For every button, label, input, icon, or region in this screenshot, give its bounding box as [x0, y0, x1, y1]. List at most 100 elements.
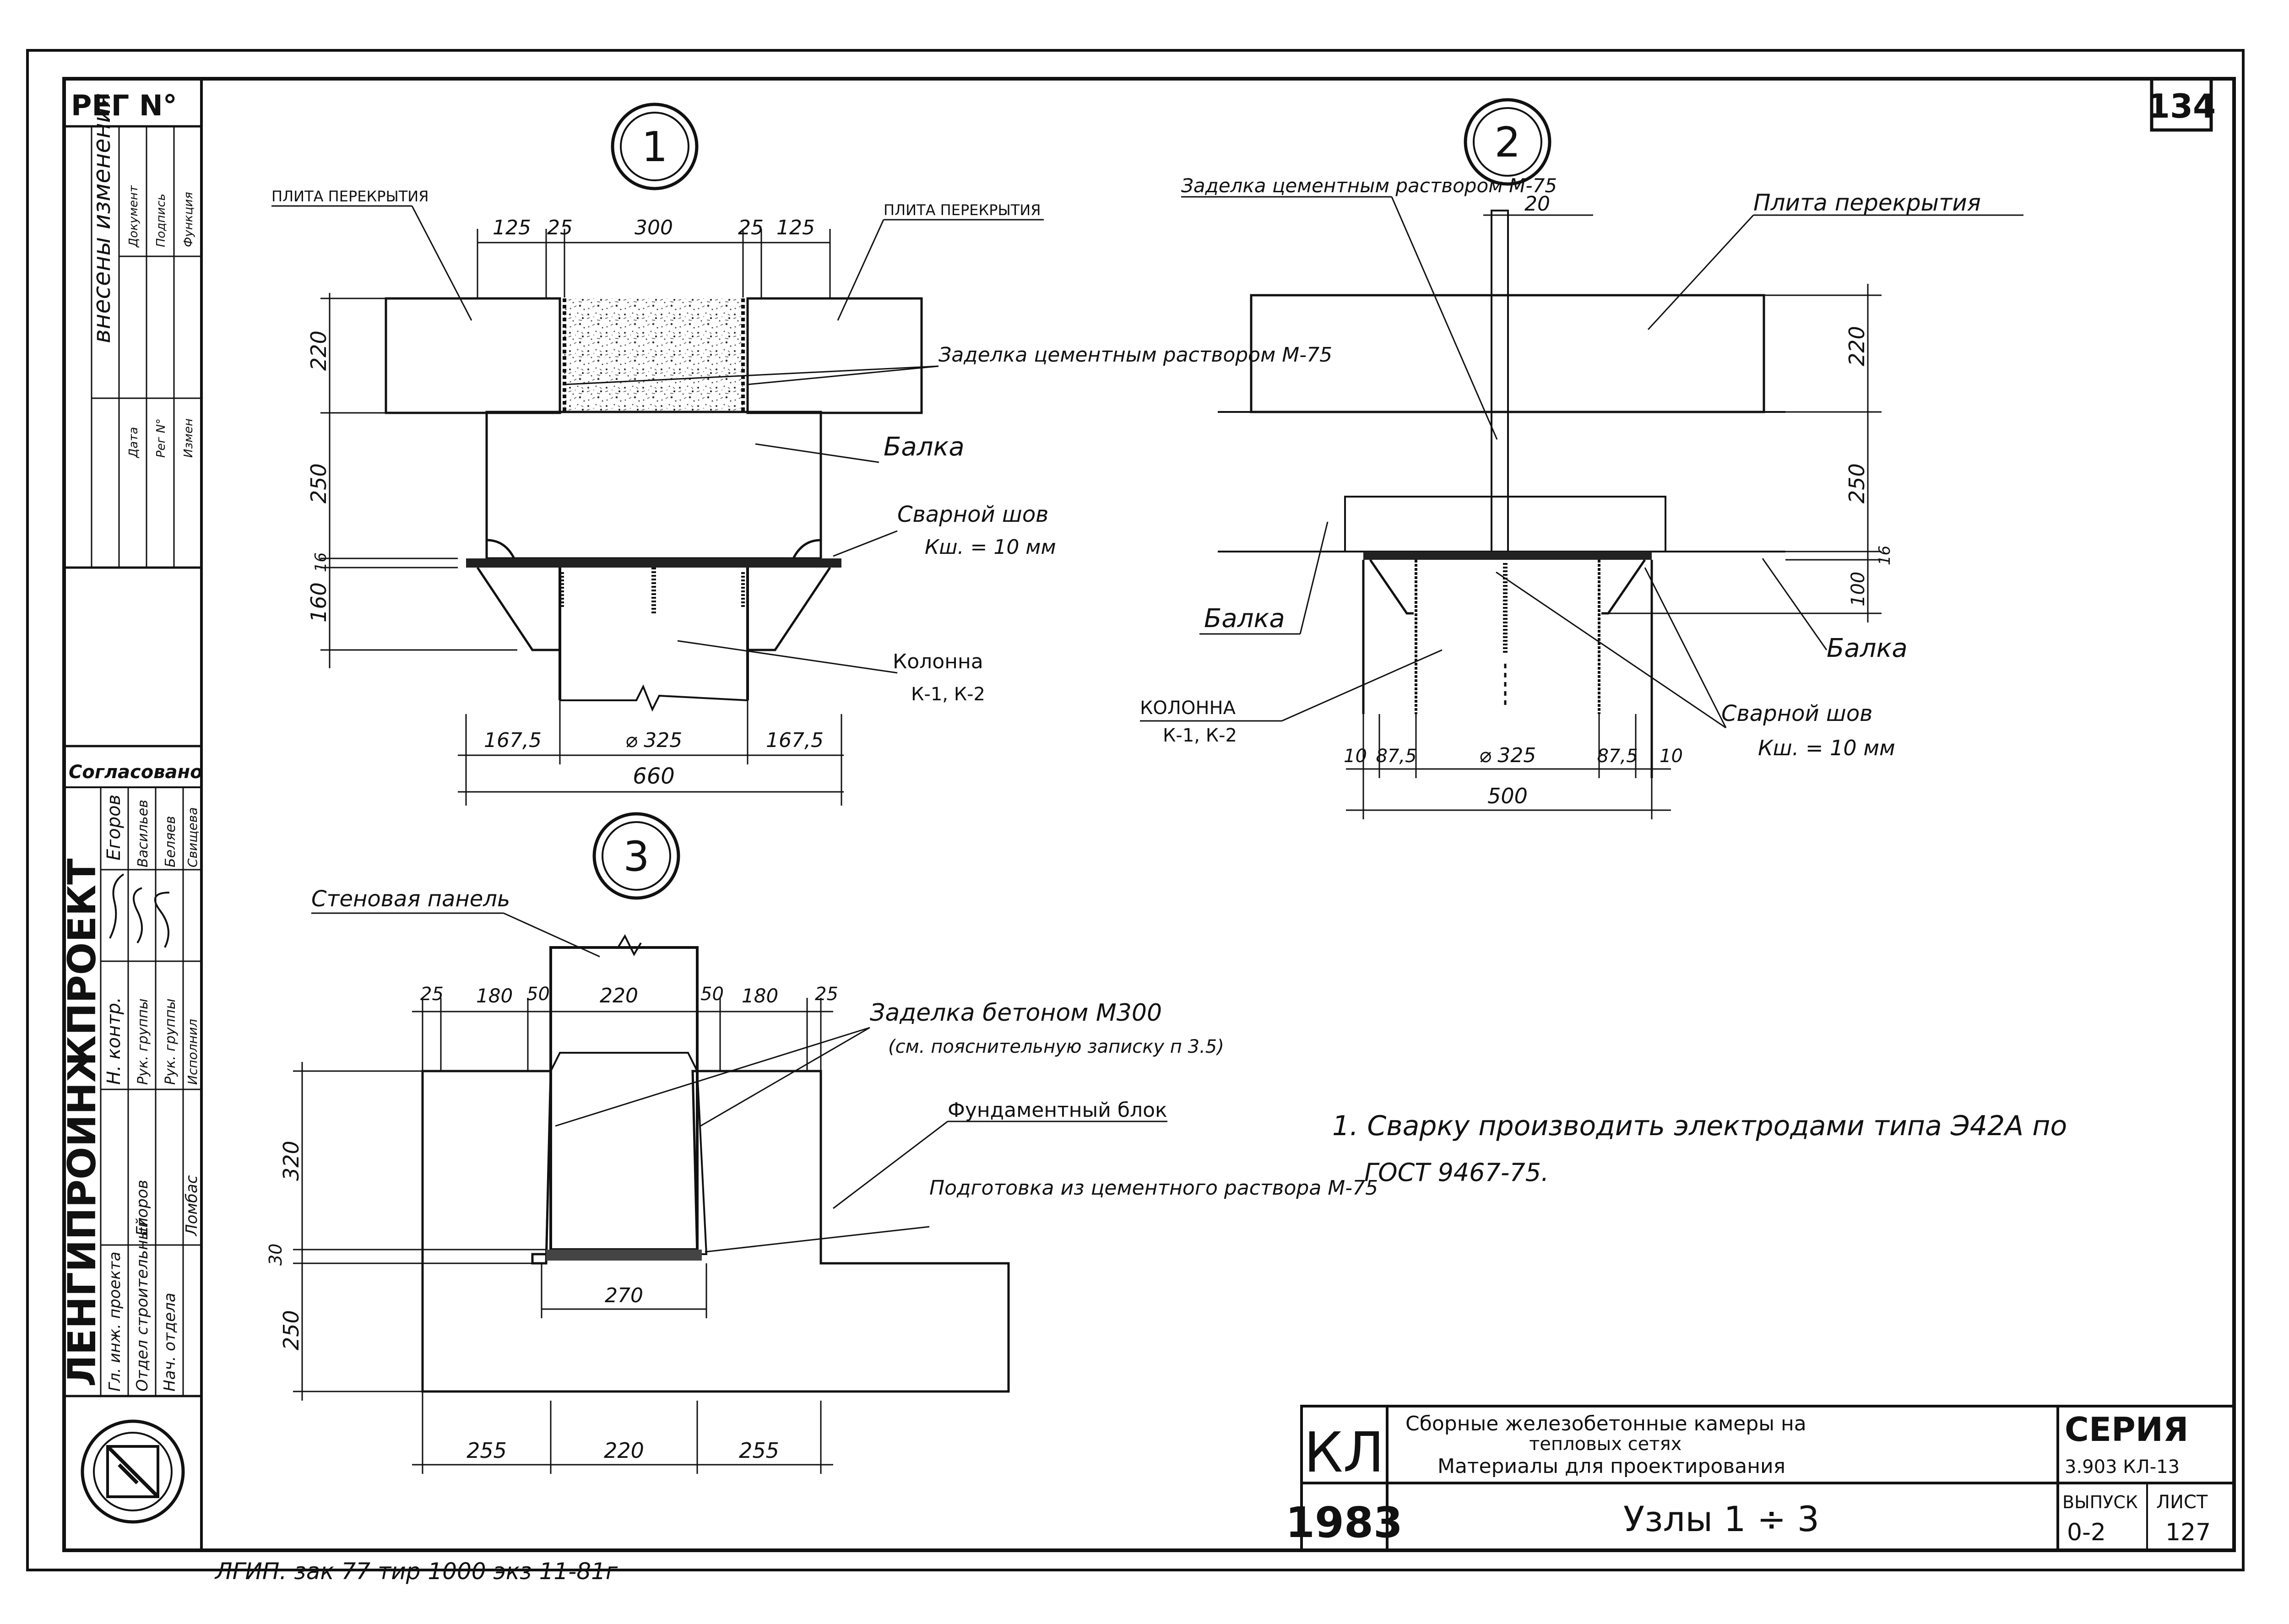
general-note: 1. Сварку производить электродами типа Э…: [1332, 1110, 2067, 1187]
node-3-label-concrete: Заделка бетоном М300: [870, 999, 1162, 1027]
node-3-dim-top-50-right: 50: [700, 984, 724, 1005]
node-1-label-weld-leg: Кш. = 10 мм: [925, 536, 1056, 559]
node-1-dim-top-125-left: 125: [493, 216, 531, 239]
node-3-dim-top-180-left: 180: [476, 985, 513, 1007]
revision-col-document: Документ: [127, 185, 141, 248]
organisation-emblem: [81, 1419, 185, 1524]
node-2-number: 2: [1494, 119, 1520, 167]
node-1-label-weld: Сварной шов: [897, 502, 1048, 527]
node-1-label-slab-right: ПЛИТА ПЕРЕКРЫТИЯ: [884, 201, 1041, 219]
node-2-label-beam-right: Балка: [1827, 633, 1908, 663]
node-2-marker: [1464, 98, 1551, 186]
signer-department: Отдел строительный: [133, 1218, 152, 1391]
revision-col-date: Дата: [127, 427, 141, 458]
node-3-socket-concrete: [545, 1052, 708, 1255]
bottom-print-note: ЛГИП. зак 77 тир 1000 экз 11-81г: [214, 1558, 618, 1585]
sheet-value: 127: [2165, 1519, 2211, 1546]
node-1-dim-total-660: 660: [633, 763, 675, 789]
node-1-label-column: Колонна: [893, 650, 983, 673]
revision-col-reg-no: Рег N°: [154, 418, 168, 458]
node-2-dim-right-100: 100: [1848, 572, 1869, 606]
series-value: 3.903 КЛ-13: [2065, 1456, 2180, 1478]
agreement-name-vasiliev: Васильев: [135, 800, 151, 867]
node-2-dim-total-500: 500: [1487, 784, 1528, 808]
node-1-marker: [611, 103, 699, 190]
node-2-column-head: [1344, 496, 1666, 552]
agreement-name-svishcheva: Свищева: [185, 807, 200, 867]
organisation-name: ЛЕНГИПРОИНЖПРОЕКТ: [60, 858, 104, 1387]
node-1-dim-top-25-left: 25: [547, 216, 573, 239]
node-3-label-panel: Стеновая панель: [311, 886, 510, 912]
node-3-label-block: Фундаментный блок: [948, 1099, 1167, 1122]
node-3-dim-socket-bottom-270: 270: [605, 1284, 643, 1307]
reg-no-label: РЕГ N°: [71, 89, 177, 122]
node-3-dim-left-30: 30: [266, 1244, 286, 1266]
sheet-corner-number: 134: [2147, 77, 2216, 132]
node-2-dim-bottom-10-right: 10: [1660, 746, 1683, 767]
role-group-head-2: Рук. группы: [163, 998, 179, 1085]
role-executed: Исполнил: [185, 1019, 200, 1085]
left-stamp-column: РЕГ N° внесены изменения Документ Подпис…: [60, 77, 203, 1552]
issue-value: 0-2: [2067, 1519, 2106, 1546]
node-2-dim-bottom-87-left: 87,5: [1376, 746, 1416, 767]
node-3-dim-left-320: 320: [279, 1141, 304, 1181]
node-2-dim-bottom-10-left: 10: [1344, 746, 1367, 767]
node-3-detail: 3 25 180 50 220 50 180 25 320 30: [266, 812, 1378, 1474]
node-3-dim-top-180-right: 180: [742, 985, 778, 1007]
node-3-dim-top-50-left: 50: [526, 984, 550, 1005]
signer-head-of-department: Нач. отдела: [161, 1293, 179, 1391]
node-1-slab-right: [746, 297, 923, 414]
node-2-dim-gap-20: 20: [1524, 192, 1550, 216]
node-2-label-column: КОЛОННА: [1140, 698, 1236, 719]
node-2-label-column-types: К-1, К-2: [1163, 725, 1237, 746]
node-2-detail: 2 220 250 16 100 20: [1140, 98, 2023, 819]
node-2-label-weld: Сварной шов: [1721, 701, 1872, 726]
role-group-head-1: Рук. группы: [135, 998, 151, 1085]
node-1-dim-bottom-167-right: 167,5: [766, 729, 824, 752]
node-1-label-slab-left: ПЛИТА ПЕРЕКРЫТИЯ: [271, 188, 429, 205]
revision-col-change: Измен: [182, 418, 195, 458]
node-1-number: 1: [641, 123, 667, 171]
node-1-dim-left-250: 250: [306, 463, 331, 503]
node-1-dim-bottom-diameter: ⌀ 325: [625, 729, 682, 752]
node-3-dim-top-25-right: 25: [815, 984, 838, 1005]
node-2-label-slab: Плита перекрытия: [1753, 189, 1981, 216]
node-3-dim-bottom-220: 220: [604, 1438, 644, 1463]
signature-scribbles: [109, 873, 170, 948]
node-1-base-plate: [466, 558, 841, 568]
sheet-corner-number-text: 134: [2147, 87, 2216, 125]
node-1-dim-left-16: 16: [312, 552, 330, 572]
node-3-label-bedding: Подготовка из цементного раствора М-75: [929, 1176, 1378, 1200]
issue-label: ВЫПУСК: [2062, 1492, 2138, 1512]
sheet-outer-border: [26, 49, 2245, 1571]
title-line-1: Сборные железобетонные камеры на: [1405, 1412, 1806, 1435]
node-1-label-column-types: К-1, К-2: [911, 684, 985, 705]
node-2-dim-right-250: 250: [1844, 463, 1869, 503]
node-3-dim-bottom-255-right: 255: [739, 1438, 779, 1463]
node-2-grout-joint: [1491, 210, 1509, 559]
signer-name-lombas: Ломбас: [183, 1175, 201, 1237]
node-1-label-beam: Балка: [884, 432, 965, 462]
node-1-dim-left-160: 160: [306, 582, 331, 623]
node-3-dim-bottom-255-left: 255: [466, 1438, 507, 1463]
node-1-slab-left: [385, 297, 561, 414]
agreement-heading: Согласовано: [69, 762, 203, 783]
title-code: КЛ: [1304, 1421, 1384, 1485]
node-1-dim-top-300: 300: [635, 216, 673, 239]
series-label: СЕРИЯ: [2065, 1410, 2189, 1449]
node-2-label-beam-left: Балка: [1204, 604, 1285, 633]
signer-chief-engineer: Гл. инж. проекта: [106, 1251, 124, 1391]
title-year: 1983: [1286, 1498, 1403, 1547]
node-1-detail: 1 125 25 300 25 125: [271, 103, 1332, 806]
node-3-number: 3: [623, 833, 649, 881]
sheet-label: ЛИСТ: [2156, 1492, 2208, 1513]
node-3-label-concrete-note: (см. пояснительную записку п 3.5): [888, 1036, 1224, 1057]
node-2-label-weld-leg: Кш. = 10 мм: [1758, 736, 1895, 760]
node-2-dim-bottom-87-right: 87,5: [1597, 746, 1638, 767]
node-1-label-grout: Заделка цементным раствором М-75: [938, 343, 1332, 367]
signer-name-egorov: Егоров: [133, 1180, 152, 1236]
node-1-dim-top-125-right: 125: [776, 216, 815, 239]
node-2-base-plate: [1363, 552, 1652, 560]
sheet-title: Узлы 1 ÷ 3: [1623, 1499, 1819, 1539]
